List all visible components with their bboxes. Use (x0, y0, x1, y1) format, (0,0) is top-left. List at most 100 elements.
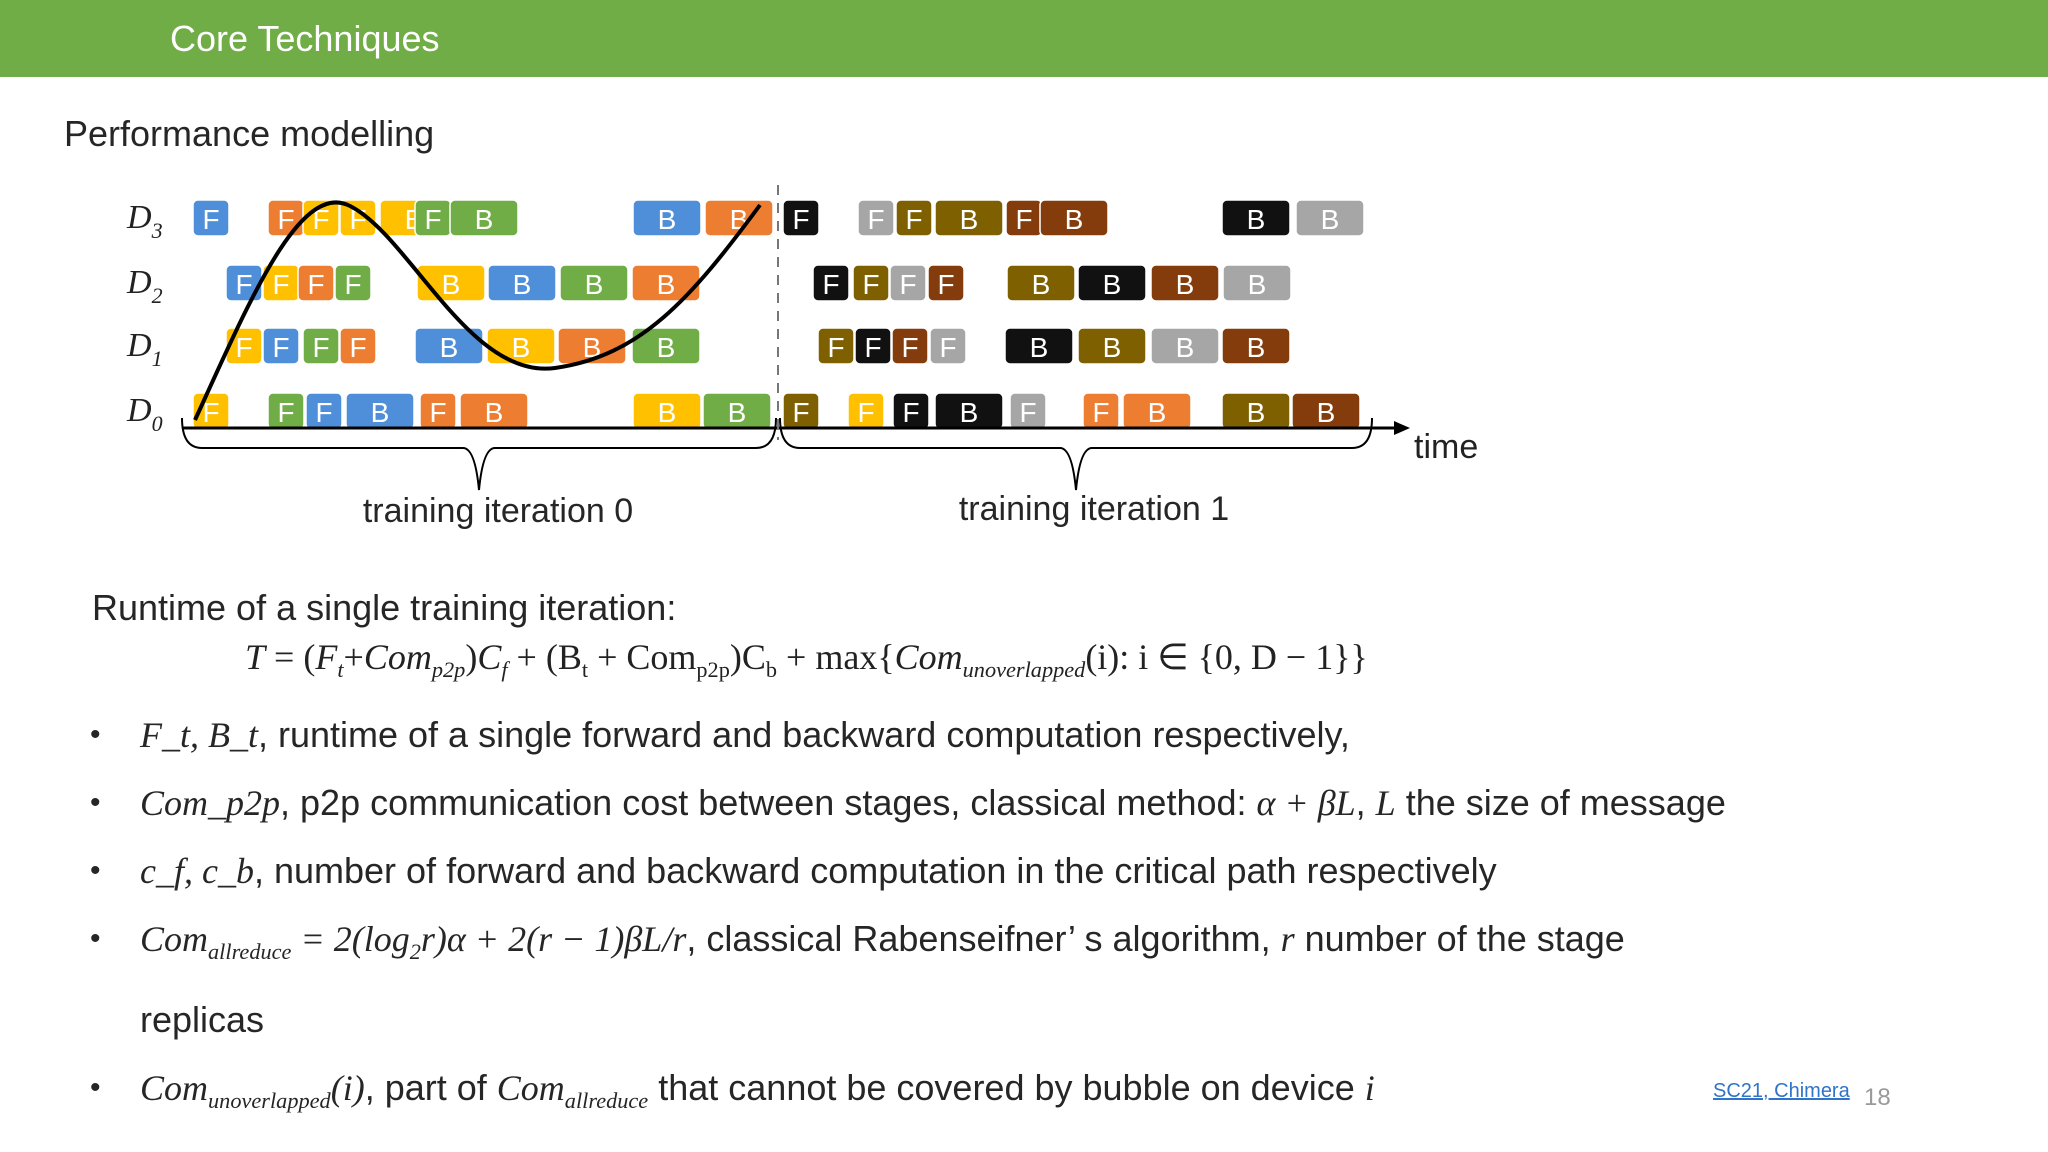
device-label: D0 (126, 392, 163, 436)
page-number: 18 (1864, 1084, 1891, 1111)
block-label: B (658, 397, 677, 428)
pipeline-block (339, 327, 377, 365)
pipeline-block (449, 199, 519, 237)
block-label: F (901, 332, 918, 363)
block-label: B (1148, 397, 1167, 428)
pipeline-block (1004, 327, 1074, 365)
iteration-label-1: training iteration 1 (959, 490, 1229, 528)
block-label: B (728, 397, 747, 428)
block-label: F (899, 269, 916, 300)
block-label: F (939, 332, 956, 363)
block-label: B (1247, 332, 1266, 363)
iteration-brace-1 (779, 417, 1373, 491)
block-label: F (822, 269, 839, 300)
bullet-ft-bt: F_t, B_t, runtime of a single forward an… (90, 712, 1910, 758)
pipeline-block (1221, 199, 1291, 237)
pipeline-block (1295, 199, 1365, 237)
axis-arrowhead (1394, 421, 1410, 435)
block-label: B (1030, 332, 1049, 363)
block-label: F (1015, 204, 1032, 235)
block-label: F (235, 269, 252, 300)
pipeline-block (1221, 327, 1291, 365)
block-label: B (1321, 204, 1340, 235)
reference-link[interactable]: SC21, Chimera (1713, 1080, 1850, 1102)
header-bar: Core Techniques (0, 0, 2048, 77)
device-label-subscript: 1 (152, 346, 163, 371)
block-label: F (277, 204, 294, 235)
block-label: F (312, 204, 329, 235)
pipeline-block (895, 199, 933, 237)
block-label: B (960, 397, 979, 428)
pipeline-block (817, 327, 855, 365)
block-label: F (862, 269, 879, 300)
block-label: F (315, 397, 332, 428)
pipeline-block (812, 264, 850, 302)
block-label: B (657, 269, 676, 300)
block-label: B (658, 204, 677, 235)
pipeline-block (414, 327, 484, 365)
block-label: F (864, 332, 881, 363)
bullet-list: F_t, B_t, runtime of a single forward an… (90, 712, 1910, 1146)
pipeline-block (297, 264, 335, 302)
block-label: B (512, 332, 531, 363)
pipeline-block (857, 199, 895, 237)
bullet-cf-cb: c_f, c_b, number of forward and backward… (90, 848, 1910, 894)
pipeline-block (1006, 264, 1076, 302)
block-label: B (1032, 269, 1051, 300)
block-label: F (792, 204, 809, 235)
pipeline-block (929, 327, 967, 365)
device-label: D3 (126, 199, 163, 243)
block-label: F (424, 204, 441, 235)
pipeline-block (192, 199, 230, 237)
runtime-formula: T = (Ft+Comp2p)Cf + (Bt + Comp2p)Cb + ma… (245, 637, 1368, 683)
device-label: D1 (126, 327, 163, 371)
block-label: B (960, 204, 979, 235)
block-label: F (857, 397, 874, 428)
block-label: B (371, 397, 390, 428)
pipeline-block (1077, 327, 1147, 365)
pipeline-block (1150, 327, 1220, 365)
pipeline-block (1150, 264, 1220, 302)
pipeline-block (487, 264, 557, 302)
section-heading: Performance modelling (64, 113, 435, 154)
pipeline-block (927, 264, 965, 302)
bullet-allreduce: Comallreduce = 2(log2r)α + 2(r − 1)βL/r,… (90, 916, 1910, 1043)
block-label: F (1092, 397, 1109, 428)
pipeline-block (334, 264, 372, 302)
block-label: F (272, 269, 289, 300)
block-label: B (1247, 397, 1266, 428)
pipeline-block (339, 199, 377, 237)
block-label: B (1247, 204, 1266, 235)
block-label: B (475, 204, 494, 235)
block-label: F (344, 269, 361, 300)
iteration-label-0: training iteration 0 (363, 492, 633, 530)
block-label: F (867, 204, 884, 235)
pipeline-block (1077, 264, 1147, 302)
pipeline-block (631, 327, 701, 365)
bullet-unoverlapped: Comunoverlapped(i), part of Comallreduce… (90, 1065, 1910, 1124)
block-label: F (307, 269, 324, 300)
block-label: B (513, 269, 532, 300)
pipeline-block (854, 327, 892, 365)
block-label: F (429, 397, 446, 428)
block-label: B (1103, 332, 1122, 363)
pipeline-block (891, 327, 929, 365)
pipeline-block (302, 327, 340, 365)
block-label: B (585, 269, 604, 300)
device-label: D2 (126, 264, 163, 308)
block-label: F (202, 397, 219, 428)
block-label: F (1019, 397, 1036, 428)
critical-path-curve (193, 200, 762, 421)
block-label: F (937, 269, 954, 300)
pipeline-block (262, 327, 300, 365)
pipeline-block (782, 199, 820, 237)
slide-title: Core Techniques (170, 18, 440, 59)
block-label: F (792, 397, 809, 428)
pipeline-block (1222, 264, 1292, 302)
block-label: F (272, 332, 289, 363)
block-label: B (442, 269, 461, 300)
block-label: B (1317, 397, 1336, 428)
pipeline-block (889, 264, 927, 302)
pipeline-block (852, 264, 890, 302)
device-label-subscript: 3 (151, 218, 163, 243)
